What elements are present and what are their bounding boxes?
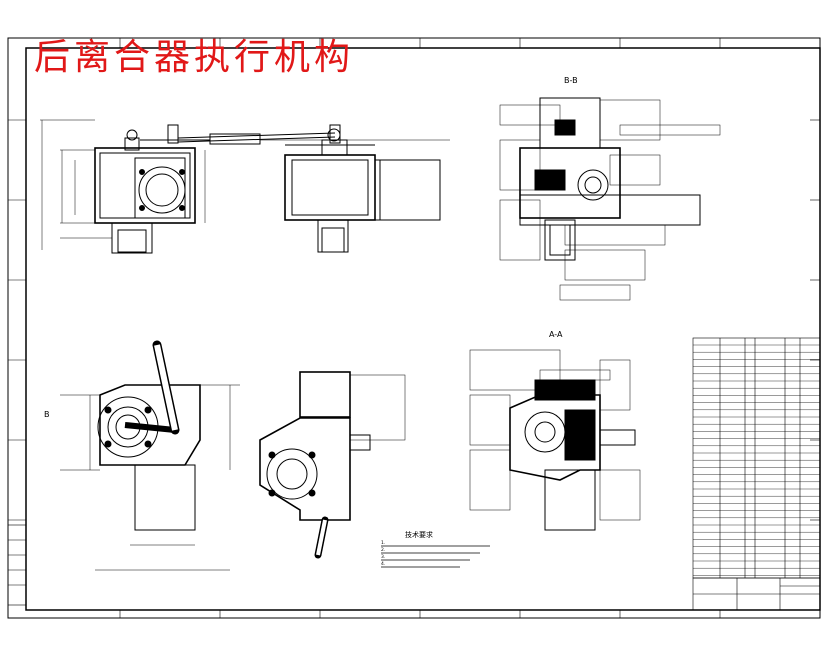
- section-bb-label: B-B: [564, 76, 578, 85]
- section-aa-view: [469, 349, 641, 531]
- zone-ticks: [8, 38, 820, 618]
- tech-note: 1.: [381, 541, 386, 546]
- side-view: [284, 128, 441, 253]
- drawing-title: 后离合器执行机构: [34, 37, 355, 78]
- title-block: [692, 577, 821, 611]
- parts-list-rows: [693, 344, 820, 576]
- tech-note: 3.: [381, 555, 386, 560]
- section-aa-label: A-A: [549, 330, 563, 339]
- notes-lines: [381, 545, 490, 568]
- tech-note: 2.: [381, 548, 386, 553]
- bottom-side-view: [259, 371, 406, 559]
- section-bb-view: [499, 97, 721, 301]
- front-view: [40, 119, 210, 254]
- inner-border: [25, 47, 821, 611]
- linkage-rod: [177, 124, 450, 145]
- tech-notes-title: 技术要求: [405, 531, 433, 539]
- parts-list: [692, 337, 821, 579]
- tech-notes: 1. 2. 3. 4.: [381, 540, 385, 568]
- view-b-label: B: [44, 410, 50, 419]
- view-b: [60, 340, 240, 571]
- left-sidebar-boxes: [7, 524, 27, 606]
- tech-note: 4.: [381, 562, 386, 567]
